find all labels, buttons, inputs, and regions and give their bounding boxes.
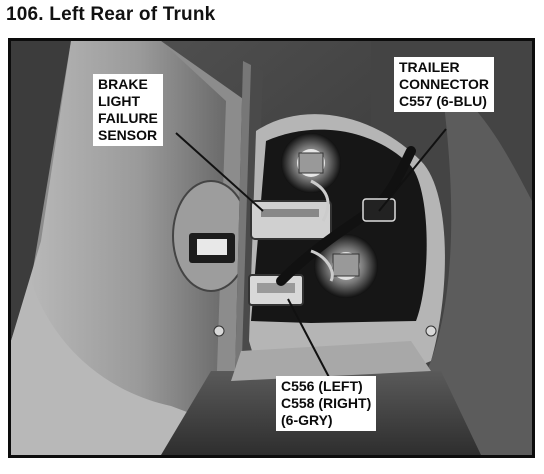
taillight-connector-label: C556 (LEFT) C558 (RIGHT) (6-GRY) [276,376,377,431]
trailer-connector-leader-line [378,128,447,212]
taillight-connector-leader-line [287,298,332,382]
brake-light-failure-sensor-label: BRAKE LIGHT FAILURE SENSOR [93,74,163,146]
brake-sensor-leader-line [175,132,264,212]
trailer-connector-label: TRAILER CONNECTOR C557 (6-BLU) [394,57,494,112]
page-title: 106. Left Rear of Trunk [6,4,216,25]
